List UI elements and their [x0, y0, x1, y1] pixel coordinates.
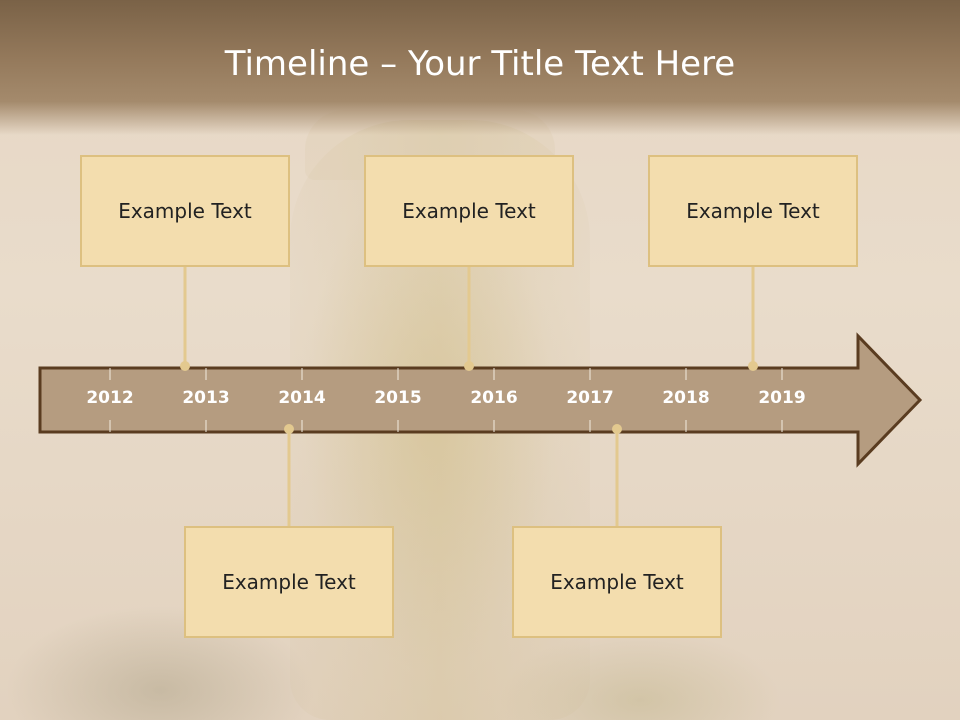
year-label-2016: 2016	[470, 388, 517, 408]
event-box-5[interactable]: Example Text	[512, 526, 722, 638]
event-marker-3	[748, 361, 758, 371]
year-label-2012: 2012	[86, 388, 133, 408]
year-label-2013: 2013	[182, 388, 229, 408]
event-marker-5	[612, 424, 622, 434]
year-label-2019: 2019	[758, 388, 805, 408]
event-box-3[interactable]: Example Text	[648, 155, 858, 267]
year-label-2018: 2018	[662, 388, 709, 408]
slide-title[interactable]: Timeline – Your Title Text Here	[224, 44, 736, 84]
event-box-1[interactable]: Example Text	[80, 155, 290, 267]
timeline-arrow[interactable]	[38, 332, 923, 468]
year-label-2017: 2017	[566, 388, 613, 408]
title-bar	[0, 0, 960, 135]
event-box-4[interactable]: Example Text	[184, 526, 394, 638]
event-marker-1	[180, 361, 190, 371]
event-marker-4	[284, 424, 294, 434]
year-label-2015: 2015	[374, 388, 421, 408]
event-box-2[interactable]: Example Text	[364, 155, 574, 267]
year-label-2014: 2014	[278, 388, 325, 408]
event-marker-2	[464, 361, 474, 371]
